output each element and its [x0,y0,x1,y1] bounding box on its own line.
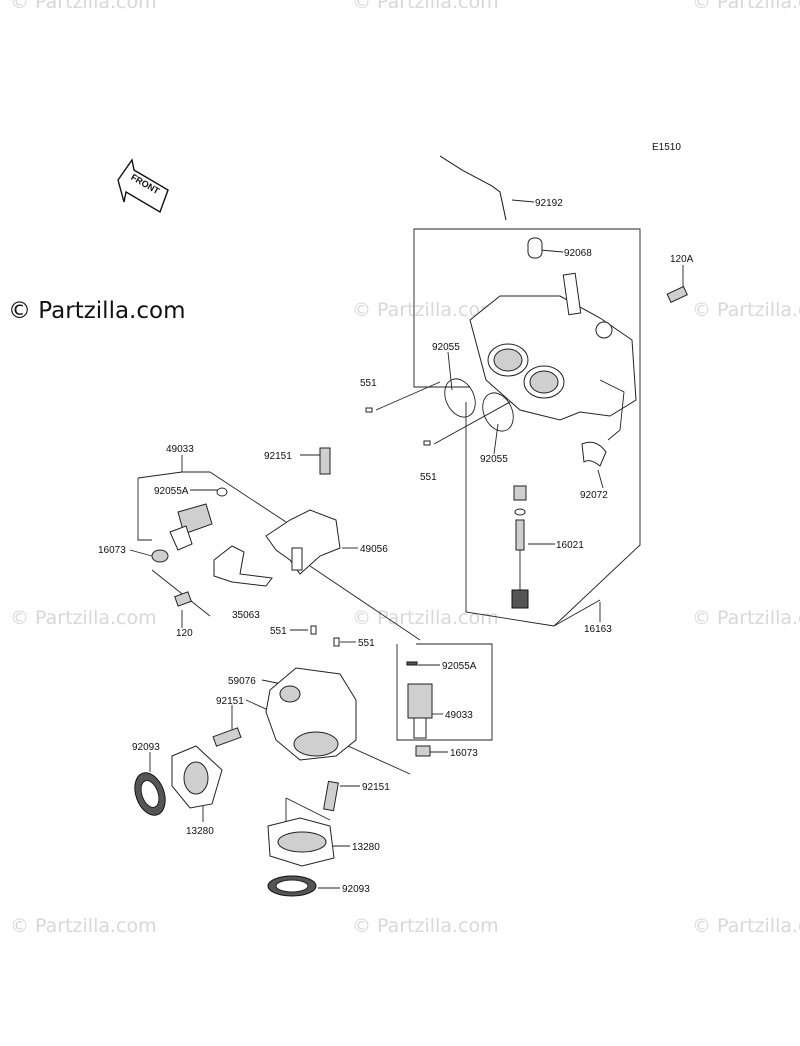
part-92192-hose [439,155,507,221]
part-throttle-body [469,272,637,441]
part-92055-orings [444,378,514,432]
watermark: © Partzilla.com [10,915,157,937]
watermark: © Partzilla.com [692,915,800,937]
label-551[interactable]: 551 [420,472,437,483]
watermark: © Partzilla.com [10,0,157,13]
label-16163[interactable]: 16163 [584,624,612,635]
label-49033[interactable]: 49033 [445,710,473,721]
label-92192[interactable]: 92192 [535,198,563,209]
label-92151[interactable]: 92151 [216,696,244,707]
label-92068[interactable]: 92068 [564,248,592,259]
label-551[interactable]: 551 [360,378,377,389]
label-92055[interactable]: 92055 [432,342,460,353]
watermark-main: © Partzilla.com [8,298,186,324]
part-16073-cap-a [151,549,169,563]
watermark: © Partzilla.com [352,299,499,321]
part-92072-clamp [581,441,607,467]
watermark: © Partzilla.com [352,915,499,937]
label-551[interactable]: 551 [270,626,287,637]
part-13280-holders [171,745,335,867]
diagram-code: E1510 [652,142,681,153]
label-92072[interactable]: 92072 [580,490,608,501]
part-92151-screws-b [212,727,339,812]
part-551-pins-bottom [310,625,340,647]
part-59076-throttle-housing [265,667,357,761]
label-120A[interactable]: 120A [670,254,694,265]
label-35063[interactable]: 35063 [232,610,260,621]
label-13280[interactable]: 13280 [352,842,380,853]
part-16073-cap-b [415,745,431,757]
watermark: © Partzilla.com [692,299,800,321]
label-13280[interactable]: 13280 [186,826,214,837]
label-16073[interactable]: 16073 [98,545,126,556]
label-92055[interactable]: 92055 [480,454,508,465]
label-92055A[interactable]: 92055A [442,661,477,672]
watermark: © Partzilla.com [692,607,800,629]
part-92068-cap [527,237,543,259]
watermarks: © Partzilla.com © Partzilla.com © Partzi… [10,0,800,937]
label-92151[interactable]: 92151 [362,782,390,793]
label-16073[interactable]: 16073 [450,748,478,759]
part-120A-bolt [666,285,688,303]
label-92055A[interactable]: 92055A [154,486,189,497]
label-59076[interactable]: 59076 [228,676,256,687]
part-92093-seals [134,772,317,897]
part-92055A-oring-b [406,661,418,666]
frame-lines [137,228,641,840]
label-551[interactable]: 551 [358,638,375,649]
watermark: © Partzilla.com [10,607,157,629]
part-35063-bracket [213,545,273,587]
label-16021[interactable]: 16021 [556,540,584,551]
label-92093[interactable]: 92093 [132,742,160,753]
part-49056-fuel-pipe [265,509,341,575]
part-92151-screw-a [319,447,331,475]
part-49033-injector-b [407,683,433,739]
label-49056[interactable]: 49056 [360,544,388,555]
label-92151[interactable]: 92151 [264,451,292,462]
part-labels: 92192 92068 120A 92055 551 551 92055 920… [98,198,694,895]
label-49033[interactable]: 49033 [166,444,194,455]
watermark: © Partzilla.com [352,607,499,629]
watermark: © Partzilla.com [692,0,800,13]
leader-lines [129,199,684,889]
label-92093[interactable]: 92093 [342,884,370,895]
watermark: © Partzilla.com [352,0,499,13]
front-arrow-icon: FRONT [117,158,169,214]
part-551-pins-top [365,407,431,446]
part-49033-injector-a [169,487,228,551]
label-120[interactable]: 120 [176,628,193,639]
part-120-bolt [174,591,192,607]
part-16021-screw [511,485,529,609]
